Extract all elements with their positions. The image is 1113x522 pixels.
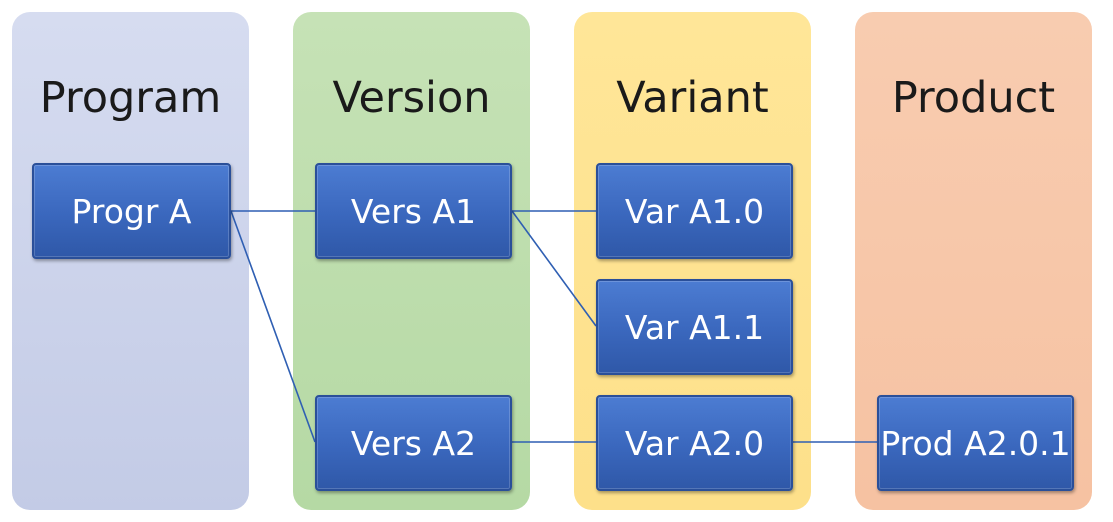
node-vers-a1: Vers A1 xyxy=(315,163,512,259)
program-column: Program xyxy=(12,12,249,510)
product-column-title: Product xyxy=(891,73,1056,123)
variant-column-title: Variant xyxy=(616,73,769,123)
node-var-a1-1: Var A1.1 xyxy=(596,279,793,375)
version-column-title: Version xyxy=(332,73,491,123)
node-var-a2-0: Var A2.0 xyxy=(596,395,793,491)
node-prod-a2-0-1: Prod A2.0.1 xyxy=(877,395,1074,491)
node-var-a1-0: Var A1.0 xyxy=(596,163,793,259)
node-vers-a2: Vers A2 xyxy=(315,395,512,491)
node-progr-a: Progr A xyxy=(32,163,231,259)
program-column-title: Program xyxy=(39,73,222,123)
